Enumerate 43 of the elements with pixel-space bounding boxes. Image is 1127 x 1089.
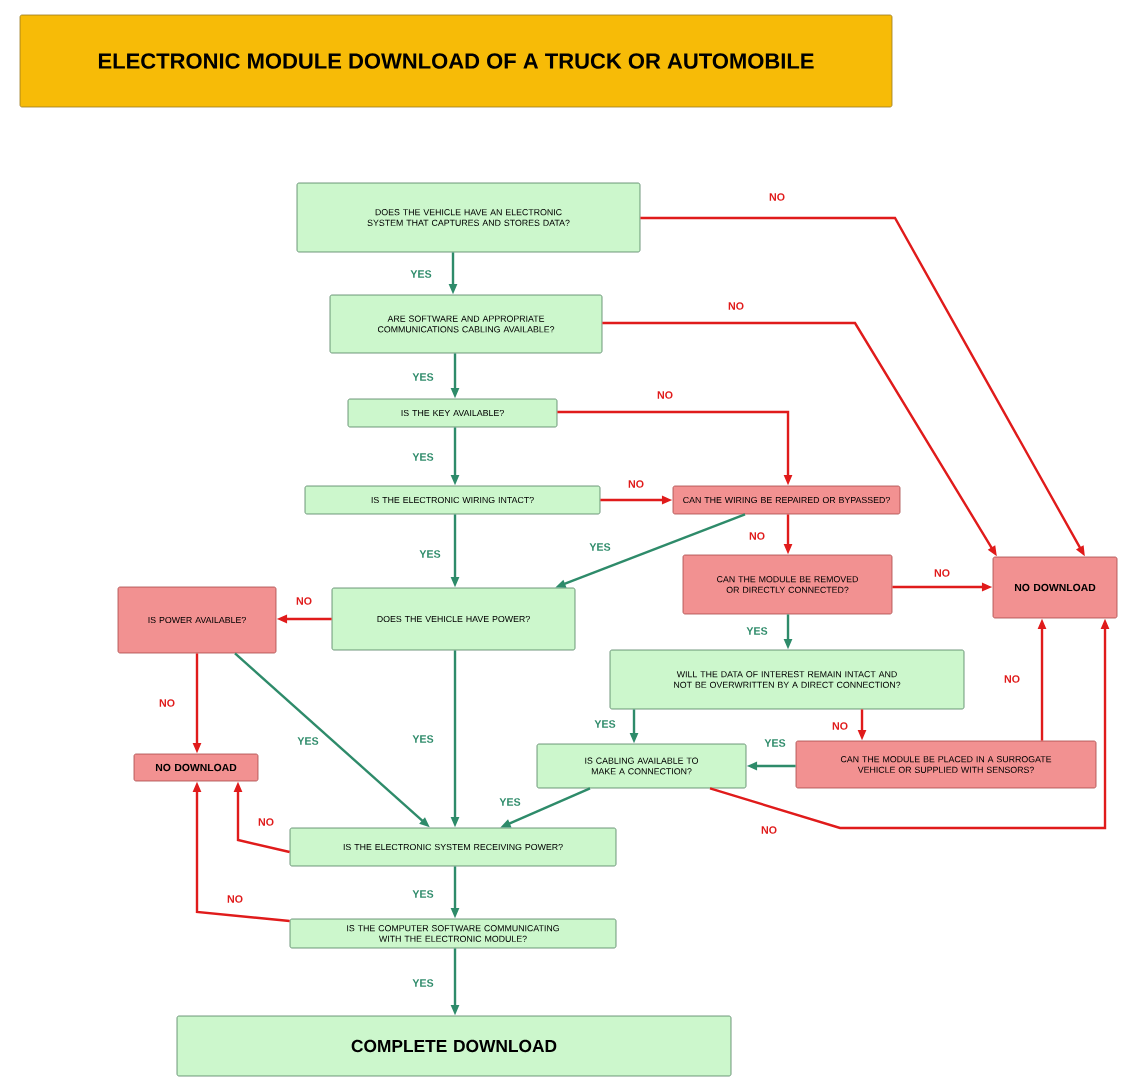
- edge-label: NO: [767, 191, 787, 203]
- question-box: DOES THE VEHICLE HAVE AN ELECTRONIC SYSTEM THAT CAPTURES AND STORES DATA?: [296, 182, 641, 253]
- question-box: WILL THE DATA OF INTEREST REMAIN INTACT AND NOT BE OVERWRITTEN BY A DIRECT CONNECTION?: [609, 649, 965, 710]
- edge-label: YES: [411, 371, 435, 383]
- edge-label: YES: [411, 977, 435, 989]
- edge-label: NO: [747, 530, 767, 542]
- edge-label: NO: [225, 893, 245, 905]
- edge-label: YES: [588, 541, 612, 553]
- edge-label: NO: [726, 300, 746, 312]
- end-box: NO DOWNLOAD: [992, 556, 1118, 619]
- edge-label: NO: [655, 389, 675, 401]
- edge-label: NO: [157, 697, 177, 709]
- edge-label: YES: [411, 888, 435, 900]
- edge-label: YES: [498, 796, 522, 808]
- edge-label: YES: [745, 625, 769, 637]
- edge-label: YES: [411, 451, 435, 463]
- edge-label: YES: [409, 268, 433, 280]
- question-box: CAN THE WIRING BE REPAIRED OR BYPASSED?: [672, 485, 901, 515]
- edge-label: NO: [1002, 673, 1022, 685]
- edge-label: NO: [626, 478, 646, 490]
- question-box: IS THE ELECTRONIC WIRING INTACT?: [304, 485, 601, 515]
- edge-label: YES: [763, 737, 787, 749]
- question-box: IS THE ELECTRONIC SYSTEM RECEIVING POWER?: [289, 827, 617, 867]
- question-box: ARE SOFTWARE AND APPROPRIATE COMMUNICATIONS CABLING AVAILABLE?: [329, 294, 603, 354]
- edge-label: NO: [759, 824, 779, 836]
- edge-label: YES: [418, 548, 442, 560]
- end-box: NO DOWNLOAD: [133, 753, 259, 782]
- edge-label: NO: [294, 595, 314, 607]
- question-box: IS THE KEY AVAILABLE?: [347, 398, 558, 428]
- question-box: DOES THE VEHICLE HAVE POWER?: [331, 587, 576, 651]
- edge-label: YES: [296, 735, 320, 747]
- question-box: IS THE COMPUTER SOFTWARE COMMUNICATING WITH THE ELECTRONIC MODULE?: [289, 918, 617, 949]
- edge-label: YES: [593, 718, 617, 730]
- title-banner: ELECTRONIC MODULE DOWNLOAD OF A TRUCK OR AUTOMOBILE: [19, 14, 893, 108]
- question-box: CAN THE MODULE BE PLACED IN A SURROGATE VEHICLE OR SUPPLIED WITH SENSORS?: [795, 740, 1097, 789]
- edge-label: NO: [256, 816, 276, 828]
- edge-label: NO: [932, 567, 952, 579]
- question-box: CAN THE MODULE BE REMOVED OR DIRECTLY CONNECTED?: [682, 554, 893, 615]
- edge-label: NO: [830, 720, 850, 732]
- end-box: COMPLETE DOWNLOAD: [176, 1015, 732, 1077]
- question-box: IS CABLING AVAILABLE TO MAKE A CONNECTION?: [536, 743, 747, 789]
- edge-label: YES: [411, 733, 435, 745]
- question-box: IS POWER AVAILABLE?: [117, 586, 277, 654]
